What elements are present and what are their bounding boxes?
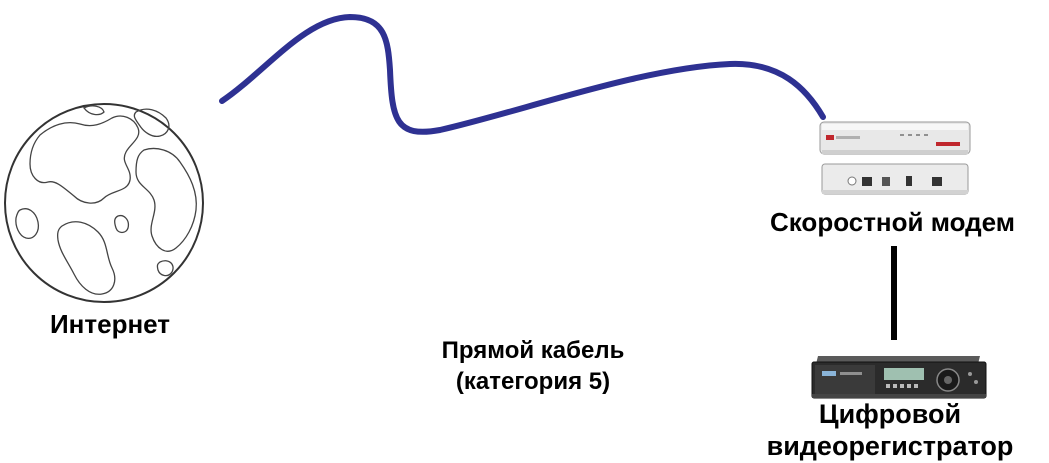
dvr-label-line2: видеорегистратор: [766, 431, 1014, 461]
cable-label-line1: Прямой кабель: [441, 337, 625, 364]
internet-link-cable: [219, 13, 826, 135]
modem-icon: [819, 121, 971, 195]
dvr-label: Цифровой видеорегистратор: [730, 398, 1049, 462]
modem-label: Скоростной модем: [740, 206, 1045, 238]
internet-label: Интернет: [20, 309, 200, 339]
internet-label-text: Интернет: [49, 309, 171, 339]
cable-label: Прямой кабель (категория 5): [388, 335, 678, 397]
globe-icon: [4, 103, 204, 303]
dvr-label-line1: Цифровой: [818, 399, 962, 429]
dvr-icon: [811, 356, 987, 399]
cable-label-line2: (категория 5): [455, 368, 611, 395]
modem-label-text: Скоростной модем: [769, 207, 1016, 237]
